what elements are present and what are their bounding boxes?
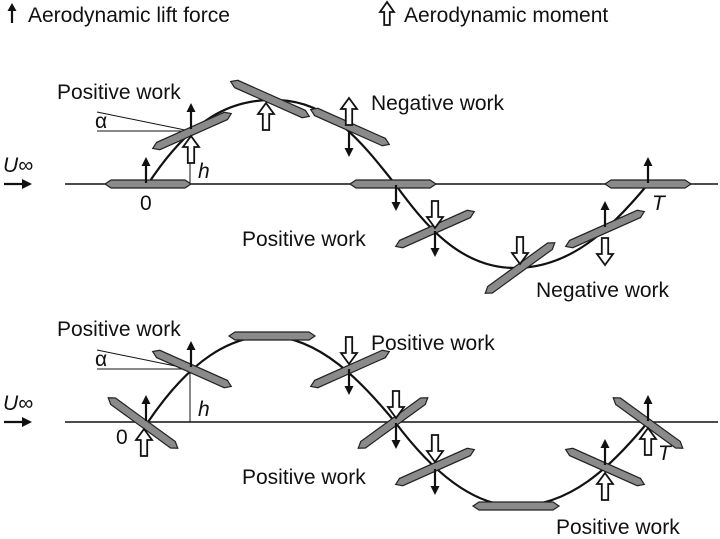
bottom-start-label: 0 — [116, 426, 128, 449]
top-moment-arrow-1 — [182, 135, 200, 164]
top-start-label: 0 — [140, 192, 152, 215]
bottom-work-label-2: Positive work — [371, 332, 495, 355]
bottom-period-label: T — [658, 442, 673, 465]
top-freestream-label: U∞ — [3, 154, 33, 177]
bottom-moment-arrow-4 — [426, 434, 444, 463]
lift-legend-icon — [7, 3, 17, 23]
bottom-moment-arrow-2 — [340, 336, 358, 365]
top-moment-arrow-2 — [257, 102, 275, 131]
top-work-label-2: Negative work — [371, 92, 505, 115]
bottom-freestream-label: U∞ — [3, 392, 33, 415]
top-lift-arrow-7 — [642, 155, 654, 185]
bottom-work-label-4: Positive work — [556, 516, 680, 539]
legend-moment-label: Aerodynamic moment — [404, 4, 608, 27]
moment-legend-icon — [378, 0, 396, 26]
bottom-alpha-label: α — [95, 348, 107, 371]
bottom-freestream-arrow — [4, 417, 32, 427]
bottom-work-label-3: Positive work — [242, 466, 366, 489]
legend: Aerodynamic lift force Aerodynamic momen… — [7, 0, 608, 27]
bottom-heave-label: h — [198, 398, 210, 421]
top-work-label-3: Positive work — [242, 228, 366, 251]
bottom-work-label-1: Positive work — [57, 318, 181, 341]
top-work-label-4: Negative work — [536, 279, 670, 302]
top-alpha-label: α — [95, 110, 107, 133]
bottom-panel: U∞ h α 0 T — [3, 318, 718, 539]
bottom-moment-arrow-5 — [596, 472, 614, 501]
top-heave-label: h — [198, 160, 210, 183]
bottom-foil-7 — [472, 501, 560, 511]
top-lift-arrow-1 — [140, 155, 152, 185]
top-freestream-arrow — [4, 179, 32, 189]
top-moment-arrow-6 — [596, 237, 614, 266]
top-foil-1 — [104, 179, 192, 189]
top-work-label-1: Positive work — [57, 81, 181, 104]
legend-lift-label: Aerodynamic lift force — [28, 4, 230, 27]
top-period-label: T — [652, 192, 667, 215]
bottom-lift-arrow-1 — [140, 393, 152, 423]
top-panel: U∞ h α 0 T — [3, 77, 718, 302]
top-foil-5 — [349, 179, 437, 189]
bottom-foil-3 — [228, 331, 316, 341]
